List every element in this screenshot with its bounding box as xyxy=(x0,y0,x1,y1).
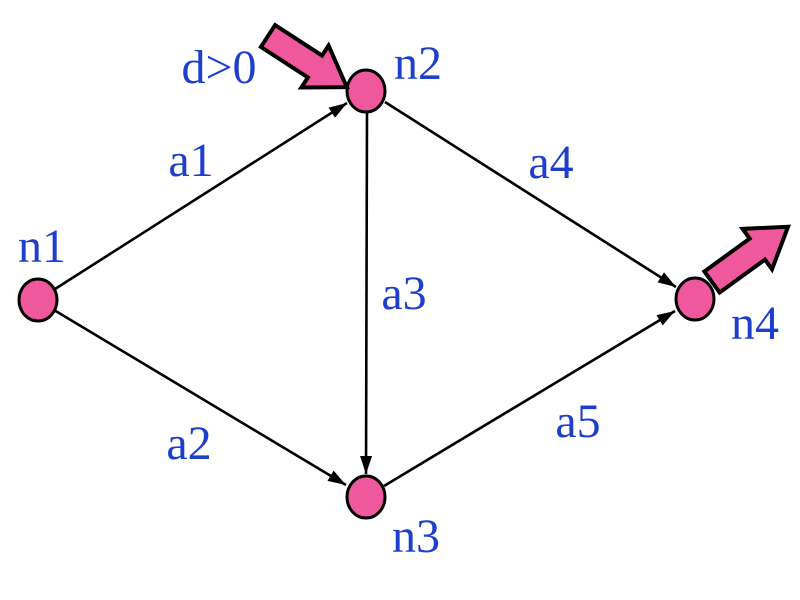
edge-a2-line xyxy=(53,308,347,487)
edge-a5-line xyxy=(383,309,676,488)
inflow-condition-label: d>0 xyxy=(181,41,256,94)
node-n2-circle xyxy=(345,68,387,114)
outflow-annotation xyxy=(701,224,791,296)
inflow-block-arrow-icon xyxy=(258,22,350,90)
inflow-annotation: d>0 xyxy=(181,22,350,94)
edge-a2-label: a2 xyxy=(166,417,211,470)
node-n4: n4 xyxy=(674,276,779,350)
node-n3-label: n3 xyxy=(392,510,440,563)
edge-a5-label: a5 xyxy=(555,395,600,448)
node-n2: n2 xyxy=(345,37,442,114)
edge-a4-label: a4 xyxy=(528,136,573,189)
edge-a5: a5 xyxy=(383,309,676,488)
edge-a1-label: a1 xyxy=(168,134,213,187)
edge-a3: a3 xyxy=(360,111,427,475)
edge-a4: a4 xyxy=(384,100,677,289)
edge-a1-line xyxy=(54,101,348,291)
node-n1-circle xyxy=(17,277,59,323)
edge-a2: a2 xyxy=(53,308,347,487)
edge-a4-line xyxy=(384,100,677,289)
node-n3-circle xyxy=(345,474,387,520)
outflow-block-arrow-icon xyxy=(701,224,791,296)
edge-a1: a1 xyxy=(54,101,348,291)
node-n3: n3 xyxy=(345,474,440,563)
node-n1: n1 xyxy=(17,220,66,323)
node-n4-circle xyxy=(674,276,716,322)
node-n1-label: n1 xyxy=(18,220,66,273)
node-n2-label: n2 xyxy=(394,37,442,90)
edge-a3-line xyxy=(360,111,373,475)
edge-a3-label: a3 xyxy=(381,267,426,320)
node-n4-label: n4 xyxy=(731,297,779,350)
